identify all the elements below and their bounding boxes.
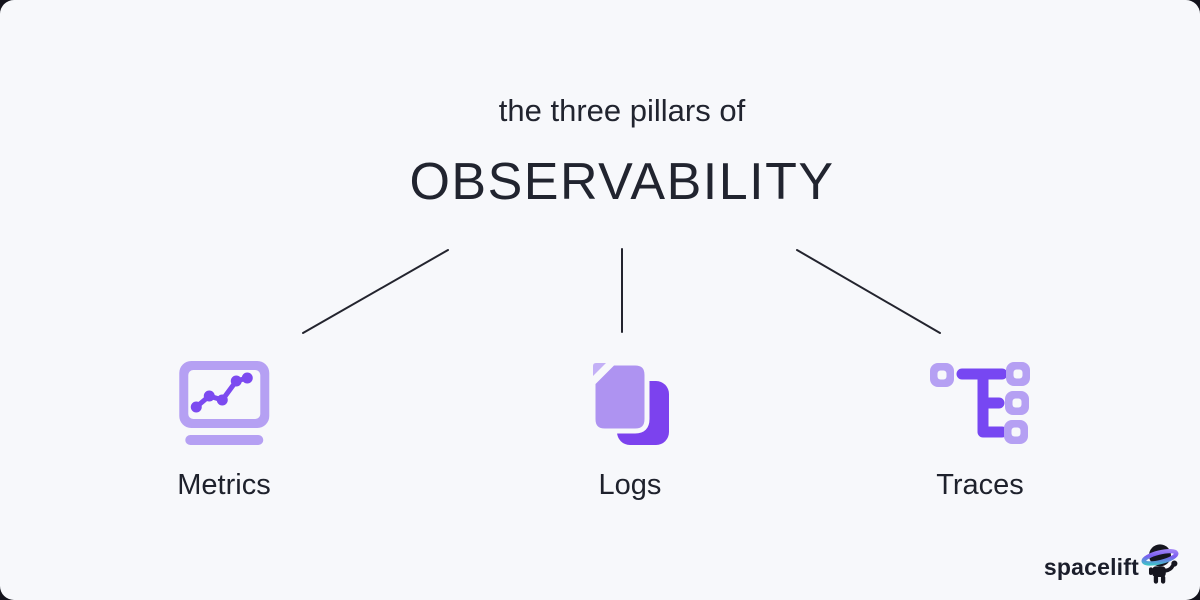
page-title: OBSERVABILITY (409, 153, 835, 211)
connector-line-metrics (302, 249, 449, 334)
subtitle: the three pillars of (498, 93, 746, 128)
trace-tree-icon (928, 360, 1032, 448)
copy-documents-icon (591, 360, 669, 448)
pillar-traces: Traces (928, 360, 1032, 502)
brand-name: spacelift (1043, 554, 1139, 580)
pillar-label-traces: Traces (936, 469, 1024, 501)
spacelift-mascot-icon (1141, 544, 1179, 584)
pillar-label-metrics: Metrics (177, 469, 271, 501)
pillar-label-logs: Logs (598, 469, 662, 501)
connector-line-traces (796, 249, 941, 334)
pillar-metrics: Metrics (177, 360, 271, 502)
monitor-chart-icon (178, 360, 270, 448)
brand-logo: spacelift (1044, 541, 1184, 587)
pillar-logs: Logs (591, 360, 669, 502)
